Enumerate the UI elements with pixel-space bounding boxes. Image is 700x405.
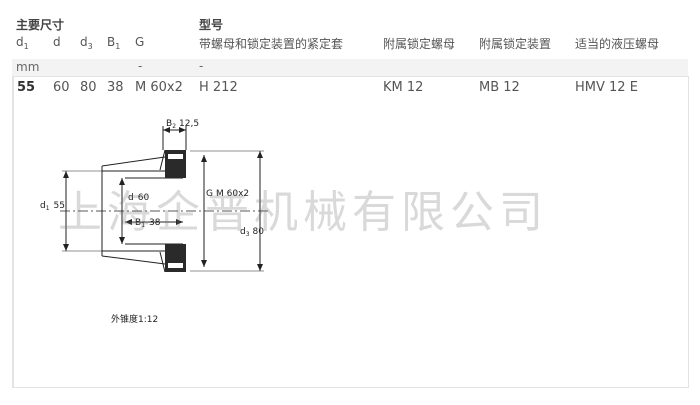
- value-hydraulic-nut: HMV 12 E: [575, 80, 638, 95]
- value-adapter-sleeve: H 212: [199, 80, 238, 95]
- col-d1: d1: [16, 35, 29, 51]
- company-watermark: 上海企普机械有限公司: [58, 187, 548, 238]
- col-lock-nut: 附属锁定螺母: [383, 37, 456, 51]
- value-d: 60: [53, 80, 70, 95]
- value-g: M 60x2: [135, 80, 183, 95]
- col-b1: B1: [107, 35, 121, 51]
- designation-title: 型号: [199, 18, 224, 32]
- col-adapter-sleeve: 带螺母和锁定装置的紧定套: [199, 37, 344, 51]
- value-d1: 55: [17, 80, 36, 95]
- value-lock-nut: KM 12: [383, 80, 424, 95]
- col-hydraulic-nut: 适当的液压螺母: [575, 37, 660, 51]
- unit-dash-designation: -: [199, 59, 204, 73]
- units-row: [12, 59, 688, 76]
- col-g: G: [135, 35, 145, 49]
- value-d3: 80: [80, 80, 97, 95]
- taper-note: 外锥度1:12: [111, 313, 158, 325]
- main-dimensions-title: 主要尺寸: [16, 18, 65, 32]
- unit-mm: mm: [16, 60, 40, 74]
- value-locking-device: MB 12: [479, 80, 520, 95]
- unit-dash-g: -: [138, 59, 143, 73]
- col-locking-device: 附属锁定装置: [479, 37, 552, 51]
- value-b1: 38: [107, 80, 124, 95]
- col-d3: d3: [80, 35, 93, 51]
- data-panel: [12, 76, 689, 388]
- col-d: d: [53, 35, 61, 49]
